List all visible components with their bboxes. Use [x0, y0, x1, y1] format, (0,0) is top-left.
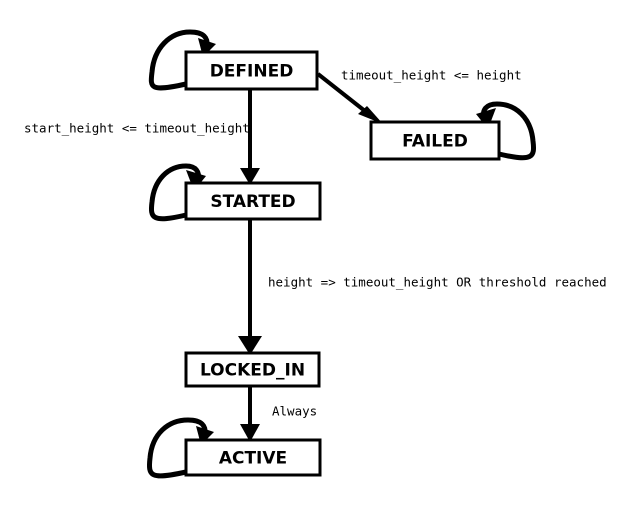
edge-label-locked-in-active: Always — [272, 404, 317, 419]
failed-self-loop-path — [481, 101, 537, 161]
transition-defined-to-started[interactable] — [240, 89, 260, 185]
transition-started-self-loop[interactable] — [148, 163, 206, 222]
locked-in-box — [184, 351, 321, 388]
transition-locked-in-to-active[interactable] — [240, 386, 260, 442]
locked-in-label: LOCKED_IN — [200, 361, 305, 381]
failed-label: FAILED — [402, 132, 468, 152]
failed-self-loop-arrowhead — [476, 108, 496, 129]
started-label: STARTED — [210, 192, 295, 212]
active-box — [184, 438, 322, 477]
started-self-loop-arrowhead — [186, 170, 206, 191]
defined-failed-arrowhead — [358, 106, 383, 124]
started-box — [184, 181, 322, 221]
state-node-started[interactable]: STARTED — [184, 181, 322, 221]
locked-active-arrowhead — [240, 424, 260, 442]
transition-defined-to-failed[interactable] — [316, 72, 383, 124]
defined-box — [184, 50, 319, 91]
state-node-locked-in[interactable]: LOCKED_IN — [184, 351, 321, 388]
edge-label-started-locked-in: height => timeout_height OR threshold re… — [268, 275, 607, 290]
state-node-defined[interactable]: DEFINED — [184, 50, 319, 91]
active-self-loop-path — [146, 417, 208, 479]
defined-failed-line — [316, 72, 372, 117]
edge-label-defined-started: start_height <= timeout_height — [24, 121, 250, 136]
state-node-failed[interactable]: FAILED — [369, 120, 501, 161]
defined-self-loop-path — [148, 29, 210, 91]
started-locked-arrowhead — [238, 336, 262, 355]
defined-label: DEFINED — [210, 62, 294, 82]
failed-box — [369, 120, 501, 161]
transition-started-to-locked-in[interactable] — [238, 219, 262, 355]
started-self-loop-path — [148, 163, 201, 222]
defined-started-arrowhead — [240, 168, 260, 185]
edge-label-defined-failed: timeout_height <= height — [341, 68, 522, 83]
state-node-active[interactable]: ACTIVE — [184, 438, 322, 477]
transition-failed-self-loop[interactable] — [476, 101, 537, 161]
active-label: ACTIVE — [219, 449, 287, 469]
